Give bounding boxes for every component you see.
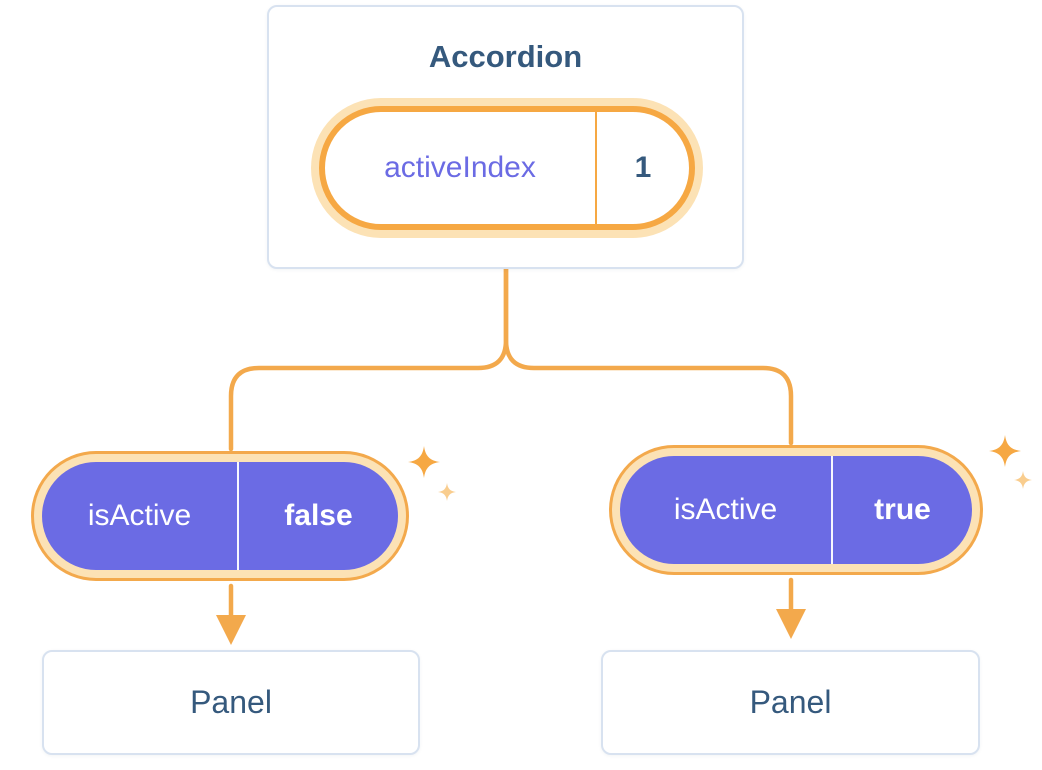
arrow-down-icon [216, 615, 246, 645]
panel-title: Panel [190, 684, 272, 720]
active-index-pill: activeIndex 1 [319, 106, 695, 230]
is-active-pill-right: isActive true [620, 456, 972, 564]
sparkle-icon [408, 446, 440, 478]
is-active-label: isActive [87, 499, 192, 532]
is-active-value: false [284, 499, 353, 532]
accordion-title: Accordion [428, 39, 583, 74]
sparkle-icon [438, 483, 456, 501]
panel-card-left: Panel [42, 650, 420, 755]
sparkle-icon [989, 435, 1021, 467]
pill-divider [595, 112, 597, 224]
panel-title: Panel [749, 684, 832, 720]
connector-branch-left [228, 266, 509, 452]
sparkle-icon [1014, 471, 1032, 489]
connector-branch-right [503, 266, 794, 446]
active-index-label: activeIndex [384, 151, 536, 184]
is-active-value: true [874, 493, 931, 526]
pill-divider [831, 456, 833, 564]
active-index-value: 1 [634, 151, 652, 184]
panel-card-right: Panel [601, 650, 980, 755]
is-active-pill-left: isActive false [42, 462, 398, 570]
arrow-down-icon [776, 609, 806, 639]
accordion-card: Accordion activeIndex 1 [267, 5, 744, 269]
pill-divider [237, 462, 239, 570]
is-active-label: isActive [673, 493, 778, 526]
